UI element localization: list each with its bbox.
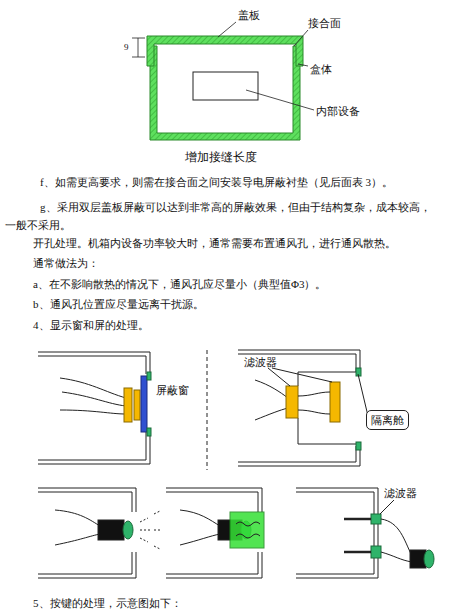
text-label: a、在不影响散热的情况下，通风孔应尽量小（典型值Φ3）。 bbox=[33, 277, 326, 292]
isolation-chamber-figure bbox=[238, 350, 368, 466]
text-label: 盒体 bbox=[310, 62, 332, 77]
text-label: 滤波器 bbox=[244, 355, 277, 370]
text-label: 5、按键的处理，示意图如下： bbox=[33, 596, 182, 611]
text-label: 滤波器 bbox=[384, 486, 417, 501]
shield-window-figure bbox=[38, 350, 207, 470]
text-label: b、通风孔位置应尽量远离干扰源。 bbox=[33, 297, 204, 312]
callout-box: 隔离舱 bbox=[366, 410, 409, 430]
button-figures bbox=[38, 488, 434, 578]
text-label: 接合面 bbox=[308, 16, 341, 31]
figure-caption: 增加接缝长度 bbox=[185, 150, 257, 165]
enclosure-figure bbox=[132, 22, 314, 140]
text-label: 开孔处理。机箱内设备功率较大时，通常需要布置通风孔，进行通风散热。 bbox=[33, 236, 396, 251]
text-label: 通常做法为： bbox=[33, 256, 99, 271]
text-label: 盖板 bbox=[238, 8, 260, 23]
text-label: 内部设备 bbox=[316, 104, 360, 119]
dimension-label: 9 bbox=[124, 40, 129, 55]
body-paragraph: g、采用双层盖板屏蔽可以达到非常高的屏蔽效果，但由于结构复杂，成本较高，一般不采… bbox=[5, 198, 441, 234]
text-label: 4、显示窗和屏的处理。 bbox=[33, 318, 149, 333]
callout-text: 隔离舱 bbox=[371, 413, 404, 427]
text-label: 屏蔽窗 bbox=[156, 383, 189, 398]
text-label: f、如需更高要求，则需在接合面之间安装导电屏蔽衬垫（见后面表 3）。 bbox=[40, 175, 393, 190]
